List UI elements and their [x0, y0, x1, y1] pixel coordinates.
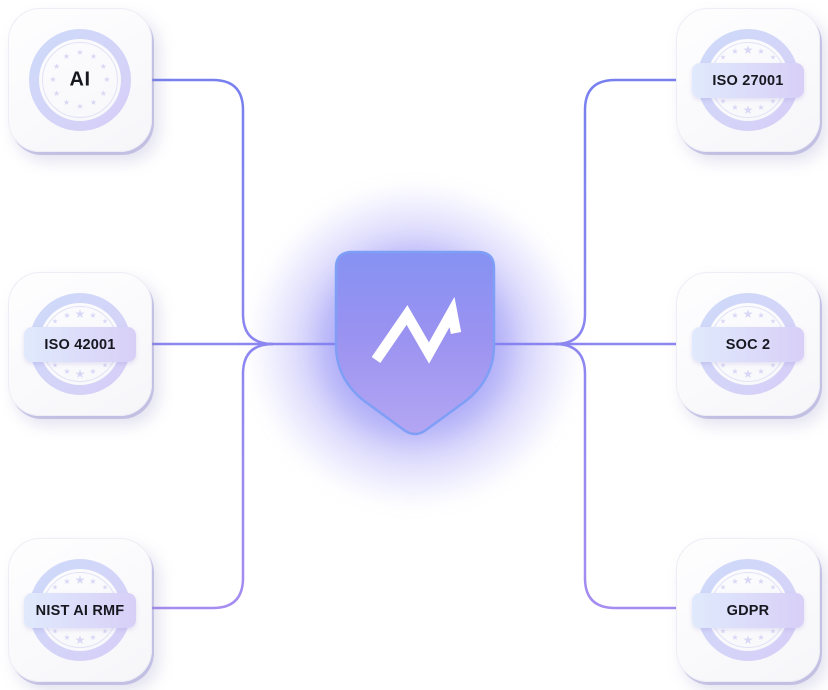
star-icon: ★: [74, 633, 86, 647]
star-icon: ★: [74, 367, 86, 381]
badge-label: GDPR: [726, 602, 770, 619]
star-icon: ★: [63, 577, 71, 586]
star-icon: ★: [51, 584, 59, 592]
star-icon: ★: [53, 61, 61, 71]
star-icon: ★: [719, 362, 727, 370]
star-icon: ★: [89, 51, 98, 61]
star-icon: ★: [769, 54, 777, 62]
badge-card-soc-2: ★★★★★★★★★★ SOC 2: [676, 272, 820, 416]
star-icon: ★: [101, 362, 109, 370]
star-icon: ★: [63, 633, 71, 642]
star-icon: ★: [742, 633, 754, 647]
shield-icon: [334, 250, 496, 436]
star-icon: ★: [742, 103, 754, 117]
star-icon: ★: [74, 573, 86, 587]
badge-card-ai: ★★★★★★★★★★★★ AI: [8, 8, 152, 152]
seal-inner-ring: [42, 42, 118, 118]
badge-label: NIST AI RMF: [35, 602, 125, 619]
star-icon: ★: [731, 47, 739, 56]
star-icon: ★: [99, 61, 107, 71]
star-icon: ★: [719, 54, 727, 62]
star-icon: ★: [742, 573, 754, 587]
star-icon: ★: [769, 584, 777, 592]
badge-card-gdpr: ★★★★★★★★★★ GDPR: [676, 538, 820, 682]
star-icon: ★: [62, 51, 71, 61]
star-icon: ★: [757, 103, 765, 112]
star-icon: ★: [76, 102, 84, 111]
badge-label: AI: [69, 68, 91, 91]
star-icon: ★: [757, 633, 765, 642]
star-icon: ★: [74, 307, 86, 321]
star-icon: ★: [742, 367, 754, 381]
star-icon: ★: [719, 318, 727, 326]
star-icon: ★: [99, 88, 107, 98]
star-icon: ★: [769, 98, 777, 106]
ribbon-banner: GDPR: [692, 593, 804, 628]
star-icon: ★: [51, 318, 59, 326]
star-icon: ★: [757, 367, 765, 376]
star-icon: ★: [769, 628, 777, 636]
star-icon: ★: [731, 311, 739, 320]
star-icon: ★: [719, 98, 727, 106]
star-icon: ★: [731, 367, 739, 376]
star-icon: ★: [757, 311, 765, 320]
star-icon: ★: [757, 47, 765, 56]
star-icon: ★: [769, 362, 777, 370]
star-icon: ★: [89, 311, 97, 320]
star-icon: ★: [63, 311, 71, 320]
star-icon: ★: [742, 43, 754, 57]
star-icon: ★: [719, 584, 727, 592]
badge-card-iso-42001: ★★★★★★★★★★ ISO 42001: [8, 272, 152, 416]
star-icon: ★: [719, 628, 727, 636]
star-icon: ★: [89, 633, 97, 642]
ribbon-banner: NIST AI RMF: [24, 593, 136, 628]
n-logo-icon: [371, 296, 462, 364]
star-icon: ★: [103, 75, 111, 84]
star-icon: ★: [769, 318, 777, 326]
star-icon: ★: [89, 98, 98, 108]
star-icon: ★: [89, 367, 97, 376]
star-icon: ★: [51, 628, 59, 636]
brand-shield: [332, 248, 498, 438]
star-icon: ★: [101, 584, 109, 592]
star-icon: ★: [757, 577, 765, 586]
star-icon: ★: [731, 577, 739, 586]
ribbon-banner: ISO 27001: [692, 63, 804, 98]
star-icon: ★: [53, 88, 61, 98]
badge-label: SOC 2: [725, 336, 771, 353]
star-icon: ★: [89, 577, 97, 586]
star-icon: ★: [731, 633, 739, 642]
star-icon: ★: [101, 628, 109, 636]
star-icon: ★: [49, 75, 57, 84]
ribbon-banner: SOC 2: [692, 327, 804, 362]
badge-card-nist-ai-rmf: ★★★★★★★★★★ NIST AI RMF: [8, 538, 152, 682]
badge-card-iso-27001: ★★★★★★★★★★ ISO 27001: [676, 8, 820, 152]
badge-label: ISO 42001: [44, 336, 116, 353]
star-icon: ★: [63, 367, 71, 376]
star-icon: ★: [731, 103, 739, 112]
star-icon: ★: [51, 362, 59, 370]
ribbon-banner: ISO 42001: [24, 327, 136, 362]
star-icon: ★: [62, 98, 71, 108]
star-icon: ★: [101, 318, 109, 326]
star-icon: ★: [742, 307, 754, 321]
star-icon: ★: [76, 48, 84, 57]
badge-label: ISO 27001: [712, 72, 784, 89]
